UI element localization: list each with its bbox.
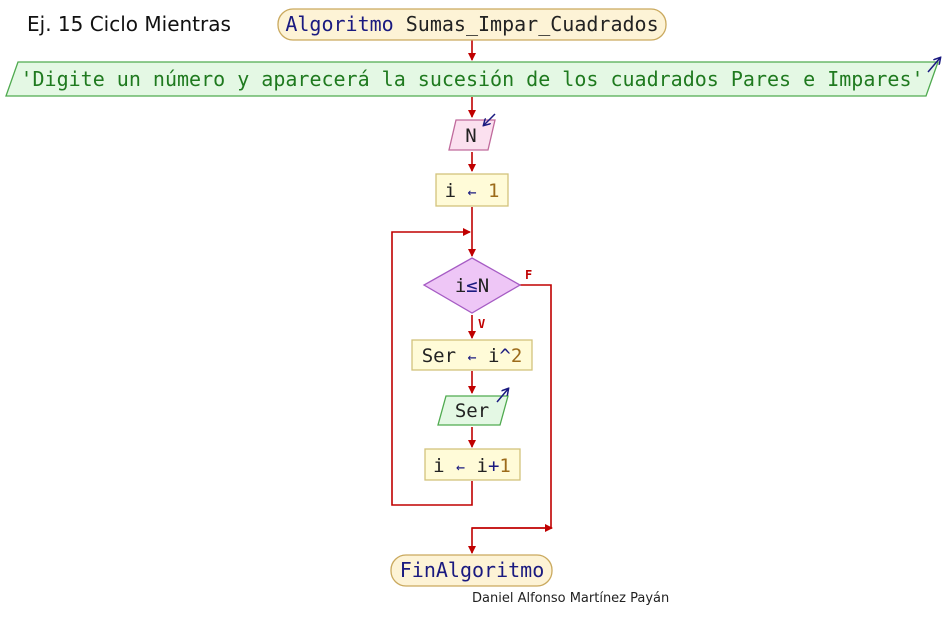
increment-base: i <box>477 455 488 477</box>
input-variable: N <box>465 125 476 147</box>
algorithm-name: Sumas_Impar_Cuadrados <box>406 12 659 36</box>
square-op: ^ <box>499 345 510 367</box>
false-label: F <box>525 268 532 282</box>
svg-text:Ser ← i^2: Ser ← i^2 <box>422 345 523 367</box>
condition-left: i <box>455 275 466 297</box>
init-arrow: ← <box>467 183 476 201</box>
output-ser-arrow-icon <box>496 389 508 403</box>
svg-text:i ← 1: i ← 1 <box>445 180 500 202</box>
flow-lines <box>391 40 553 554</box>
input-arrow-icon <box>484 113 496 125</box>
input-block: N <box>448 113 496 151</box>
square-process-block: Ser ← i^2 <box>411 339 533 371</box>
end-keyword: FinAlgoritmo <box>400 558 545 582</box>
exercise-title: Ej. 15 Ciclo Mientras <box>27 12 231 36</box>
square-exp: 2 <box>511 345 522 367</box>
condition-op: ≤ <box>466 275 477 297</box>
output-ser-variable: Ser <box>455 400 489 422</box>
condition-right: N <box>478 275 489 297</box>
output-message-text: 'Digite un número y aparecerá la sucesió… <box>20 67 923 91</box>
square-arrow: ← <box>467 348 476 366</box>
init-value: 1 <box>488 180 499 202</box>
svg-text:i ← i+1: i ← i+1 <box>433 455 511 477</box>
end-terminal: FinAlgoritmo <box>390 554 553 587</box>
output-message-block: 'Digite un número y aparecerá la sucesió… <box>5 58 940 97</box>
square-base: i <box>488 345 499 367</box>
increment-variable: i <box>433 455 444 477</box>
increment-value: 1 <box>499 455 510 477</box>
increment-process-block: i ← i+1 <box>424 448 521 481</box>
true-label: V <box>478 317 485 331</box>
loop-back-line <box>391 228 473 506</box>
square-variable: Ser <box>422 345 456 367</box>
init-variable: i <box>445 180 456 202</box>
author-credit: Daniel Alfonso Martínez Payán <box>472 591 670 606</box>
output-arrow-icon <box>927 58 940 73</box>
output-ser-block: Ser <box>437 389 508 426</box>
increment-arrow: ← <box>456 458 465 476</box>
increment-op: + <box>488 455 499 477</box>
init-process-block: i ← 1 <box>435 173 509 207</box>
decision-block: i≤N F V <box>422 257 532 331</box>
svg-text:Algoritmo Sumas_Impar_Cuadrado: Algoritmo Sumas_Impar_Cuadrados <box>285 12 658 36</box>
svg-text:i≤N: i≤N <box>455 275 489 297</box>
start-terminal: Algoritmo Sumas_Impar_Cuadrados <box>277 8 667 41</box>
start-keyword: Algoritmo <box>285 12 393 36</box>
